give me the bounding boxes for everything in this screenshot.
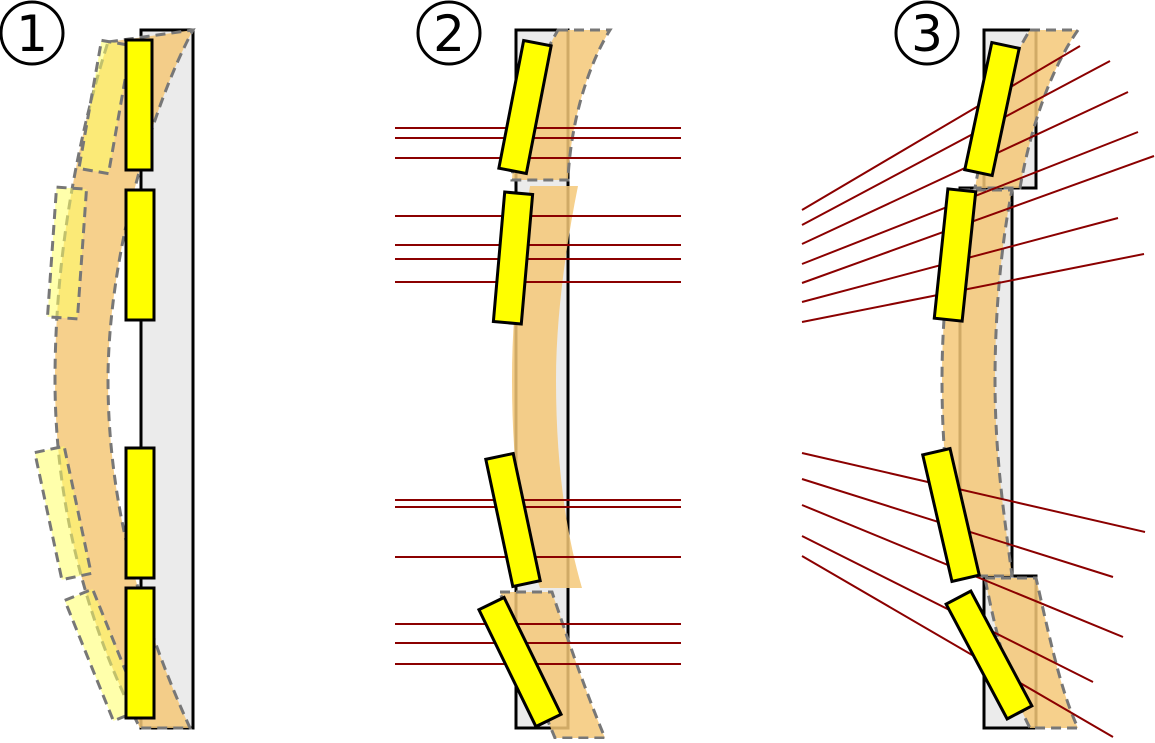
panel-2-element-3: [484, 451, 542, 589]
panel-1-elements: [124, 38, 156, 720]
panel-3-elements: [920, 40, 1034, 721]
panel-3-element-1: [963, 40, 1021, 178]
panel-1-number-badge: 1: [0, 0, 65, 66]
panel-2-elements: [476, 38, 564, 729]
panel-3-element-3: [920, 446, 982, 584]
panel-3-number-badge: 3: [894, 0, 960, 66]
panel-1-element-1: [124, 38, 154, 172]
panel-3-element-2: [932, 187, 978, 323]
panel-1-element-3: [124, 446, 156, 580]
panel-2-element-2: [491, 190, 535, 326]
panel-3-element-4: [944, 589, 1034, 721]
panel-2-number-label: 2: [433, 5, 465, 63]
panel-1: 1: [0, 0, 196, 730]
panel-1-curved-band: [53, 28, 196, 730]
panel-1-number-label: 1: [16, 5, 48, 63]
panel-2: 2: [395, 0, 681, 740]
panel-1-ghost-elements: [33, 38, 144, 723]
panel-3-number-label: 3: [911, 5, 943, 63]
panel-1-element-4: [124, 586, 156, 720]
panel-2-element-4: [476, 595, 564, 729]
panel-2-number-badge: 2: [416, 0, 482, 66]
panel-2-element-1: [497, 38, 553, 176]
panel-1-element-2: [124, 188, 156, 322]
panel-3: 3: [801, 0, 1155, 738]
